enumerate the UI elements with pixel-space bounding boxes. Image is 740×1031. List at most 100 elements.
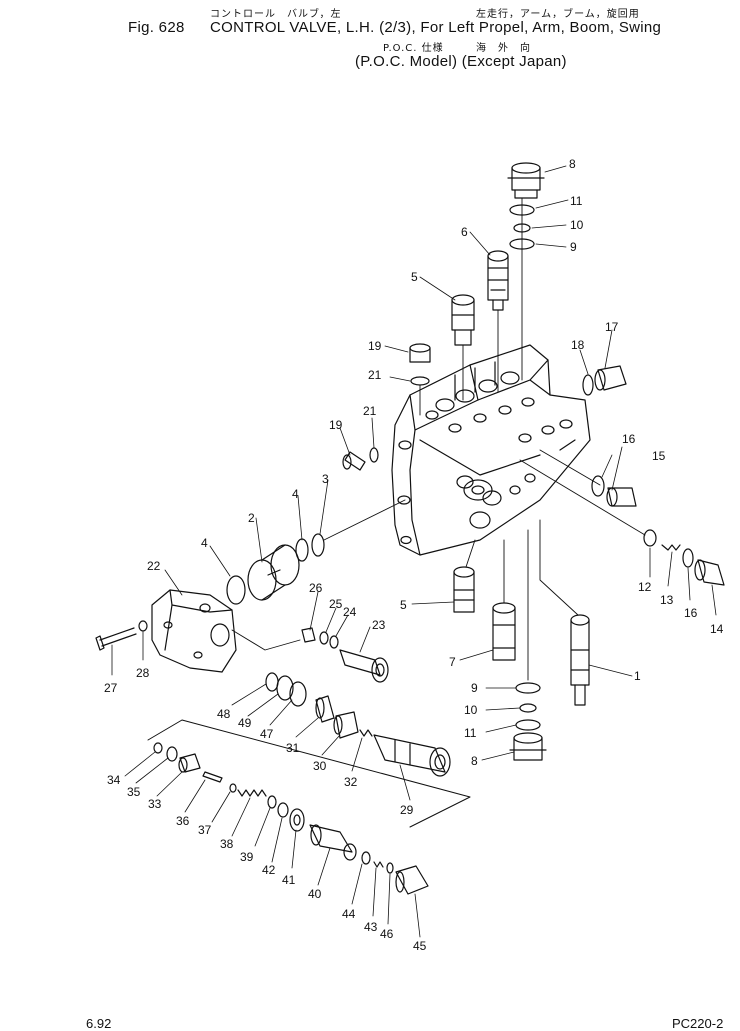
part-number-47: 47: [260, 727, 274, 741]
part-number-26: 26: [309, 581, 323, 595]
part-number-29: 29: [400, 803, 414, 817]
part-number-40: 40: [308, 887, 322, 901]
part-number-46: 46: [380, 927, 394, 941]
part-oring-18: [582, 374, 594, 396]
part-nut-41: [289, 808, 305, 832]
part-number-9-lower: 9: [471, 681, 478, 695]
part-number-24: 24: [343, 605, 357, 619]
leader-part-15: [539, 449, 601, 486]
part-plug-8-lower: [509, 732, 547, 761]
part-washer-28: [138, 620, 148, 632]
part-number-36: 36: [176, 814, 190, 828]
part-oring-9-lower: [515, 682, 541, 694]
part-number-12: 12: [638, 580, 652, 594]
part-bolt-27: [95, 627, 137, 651]
part-body-29: [373, 734, 451, 777]
part-number-5-top: 5: [411, 270, 418, 284]
part-ring-46: [386, 862, 394, 874]
part-number-5-lower: 5: [400, 598, 407, 612]
part-number-41: 41: [282, 873, 296, 887]
part-number-43: 43: [364, 920, 378, 934]
part-number-37: 37: [198, 823, 212, 837]
part-cover-22: [151, 589, 237, 673]
part-oring-11-lower: [515, 719, 541, 731]
part-number-11-lower: 11: [464, 726, 477, 740]
part-number-labels: 8 11 10 9 6 5 19 21 19 21 17 18 16 15 12…: [104, 157, 724, 953]
part-number-31: 31: [286, 741, 300, 755]
part-ring-47: [289, 681, 307, 707]
header-jp-spec: P.O.C. 仕様: [383, 43, 444, 54]
part-number-44: 44: [342, 907, 356, 921]
part-number-15: 15: [652, 449, 666, 463]
part-oring-16-right: [591, 475, 605, 497]
figure-subtitle: (P.O.C. Model) (Except Japan): [355, 53, 567, 70]
part-oring-49: [276, 675, 294, 701]
part-seat-44: [361, 851, 371, 865]
part-oring-21-upper: [410, 376, 430, 386]
part-number-18: 18: [571, 338, 585, 352]
part-number-35: 35: [127, 785, 141, 799]
page-number: 6.92: [86, 1016, 112, 1031]
part-number-39: 39: [240, 850, 254, 864]
part-valve-6: [487, 250, 509, 311]
part-number-11-top: 11: [570, 194, 583, 208]
part-number-49: 49: [238, 716, 252, 730]
part-plug-15: [606, 487, 637, 507]
part-number-13: 13: [660, 593, 674, 607]
part-number-22: 22: [147, 559, 161, 573]
part-plug-33: [178, 753, 201, 773]
header-jp-overseas: 海 外 向: [476, 43, 531, 54]
group-bracket: [147, 719, 471, 828]
part-pin-36: [202, 771, 223, 783]
part-number-17: 17: [605, 320, 619, 334]
part-valve-5-lower: [453, 566, 475, 613]
part-number-32: 32: [344, 775, 358, 789]
part-plug-8-top: [507, 162, 545, 199]
part-number-1: 1: [634, 669, 641, 683]
part-number-30: 30: [313, 759, 327, 773]
part-seat-12: [643, 529, 657, 547]
part-oring-42: [277, 802, 289, 818]
part-number-10-top: 10: [570, 218, 584, 232]
header-jp-usage: 左走行，アーム，ブーム，旋回用: [476, 9, 640, 20]
figure-number: Fig. 628: [128, 19, 185, 36]
part-oring-25: [319, 631, 329, 645]
part-plug-26: [301, 627, 316, 643]
part-spring-13: [661, 544, 681, 551]
part-plug-19-left: [342, 451, 366, 471]
leader-part-12: [519, 459, 646, 536]
part-plug-19-upper: [409, 343, 431, 363]
part-plug-14: [694, 559, 725, 586]
part-spool-30: [333, 711, 359, 739]
part-number-38: 38: [220, 837, 234, 851]
part-number-21-upper: 21: [368, 368, 382, 382]
part-oring-16-lower: [682, 548, 694, 568]
part-ball-37: [229, 783, 237, 793]
part-valve-5-top: [451, 294, 475, 346]
part-number-2: 2: [248, 511, 255, 525]
part-ring-39: [267, 795, 277, 809]
part-number-6: 6: [461, 225, 468, 239]
part-number-19-upper: 19: [368, 339, 382, 353]
part-oring-24: [329, 635, 339, 649]
part-piston-23: [339, 649, 389, 683]
leader-part-5-lower: [465, 539, 476, 568]
leader-part-22: [231, 629, 301, 651]
part-number-27: 27: [104, 681, 118, 695]
part-number-9-top: 9: [570, 240, 577, 254]
part-ball-34: [153, 742, 163, 754]
part-plug-17: [594, 365, 627, 391]
part-number-23: 23: [372, 618, 386, 632]
part-number-14: 14: [710, 622, 724, 636]
valve-body: [391, 344, 591, 556]
part-number-4-left: 4: [201, 536, 208, 550]
part-number-7: 7: [449, 655, 456, 669]
callout-leaders: [111, 165, 717, 938]
part-number-48: 48: [217, 707, 231, 721]
part-oring-4-right: [295, 538, 309, 562]
part-oring-4-left: [226, 575, 246, 605]
leader-part-1: [539, 519, 579, 616]
part-oring-21-left: [369, 447, 379, 463]
figure-title: CONTROL VALVE, L.H. (2/3), For Left Prop…: [210, 19, 662, 36]
